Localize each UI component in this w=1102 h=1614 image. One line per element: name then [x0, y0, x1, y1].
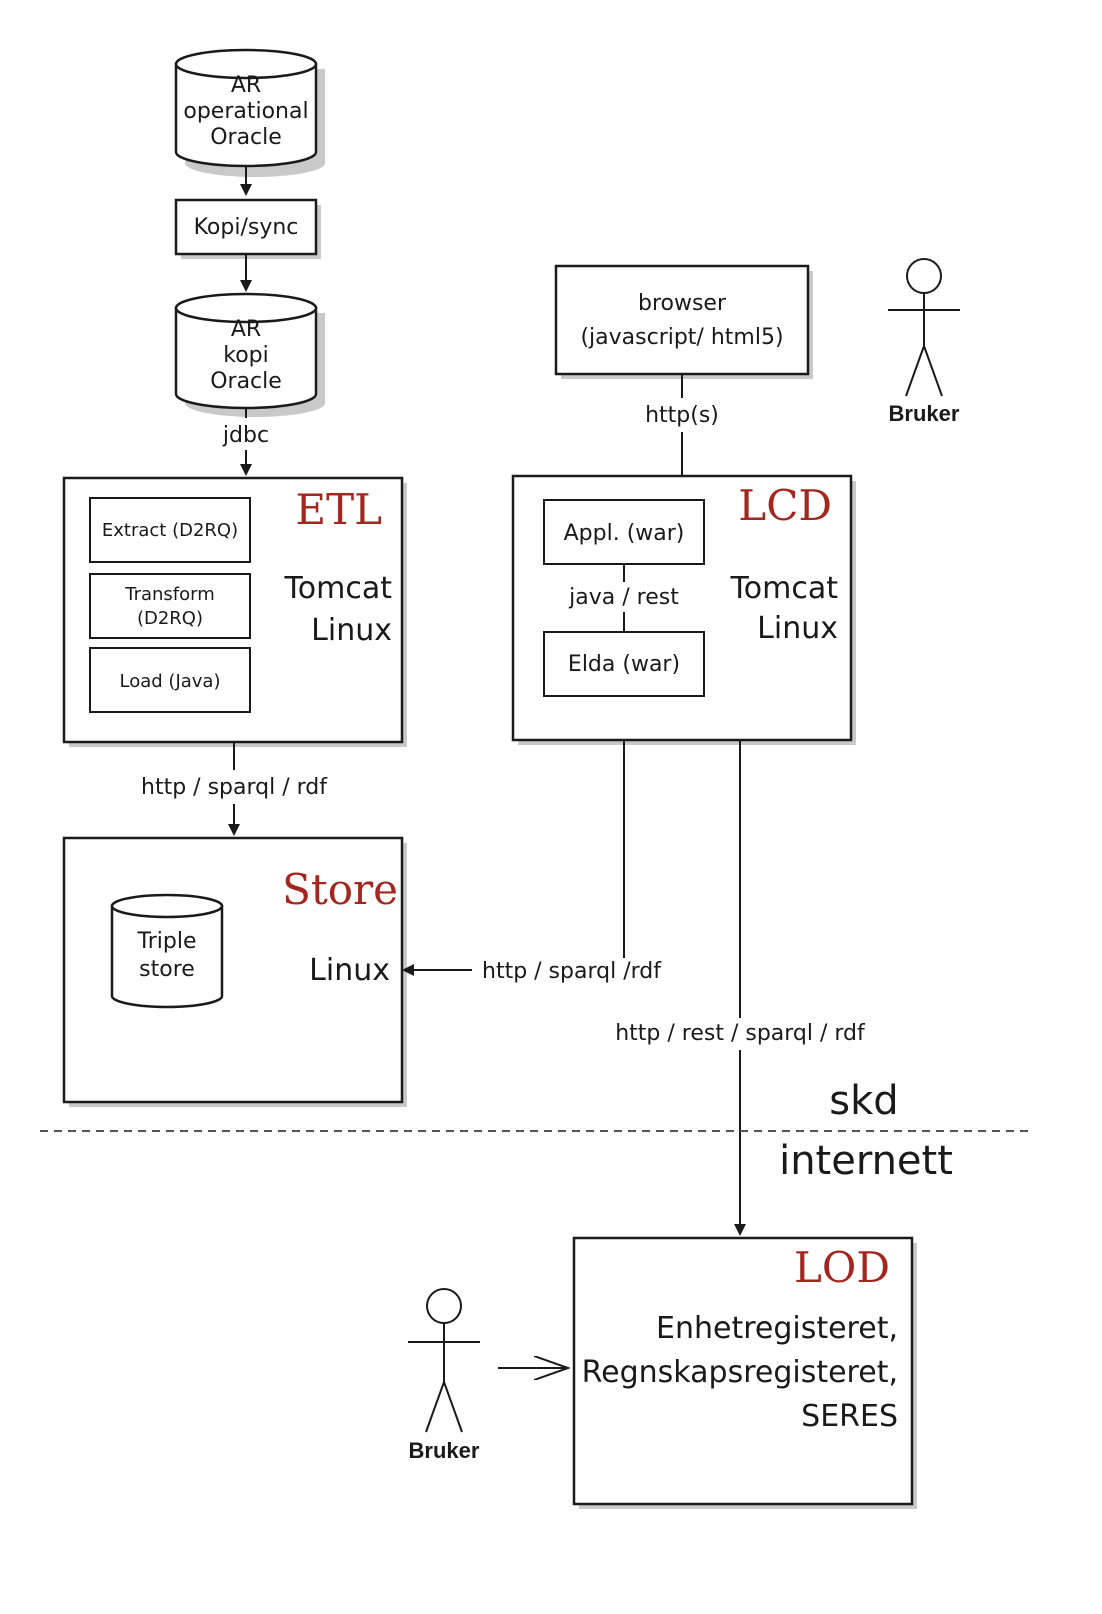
user-top-label: Bruker [889, 401, 960, 426]
db-ar-kopi-line1: AR [231, 317, 261, 342]
db-ar-operational-line3: Oracle [210, 125, 282, 150]
lcd-appl-box [543, 499, 705, 565]
etl-title: ETL [295, 485, 382, 534]
lcd-appl-label: Appl. (war) [564, 521, 685, 546]
store-box: Store Triple store Linux [62, 836, 407, 1107]
lcd-platform-line2: Linux [757, 611, 838, 646]
zone-internet-label: internett [779, 1138, 953, 1184]
browser-box: browser (javascript/ html5) [554, 264, 813, 379]
jdbc-label: jdbc [222, 423, 269, 448]
db-ar-kopi-line2: kopi [223, 343, 269, 368]
lcd-elda-box [543, 631, 705, 697]
lod-title: LOD [794, 1243, 890, 1292]
db-ar-kopi-line3: Oracle [210, 369, 282, 394]
lod-line2: Regnskapsregisteret, [582, 1355, 898, 1390]
lod-box: LOD Enhetregisteret, Regnskapsregisteret… [572, 1236, 917, 1509]
etl-extract-box [89, 497, 251, 563]
user-top-icon [888, 258, 960, 397]
etl-transform-box [89, 573, 251, 639]
lcd-elda-label: Elda (war) [568, 652, 680, 677]
etl-platform-line2: Linux [311, 613, 392, 648]
db-ar-operational: AR operational Oracle [174, 48, 325, 177]
https-label: http(s) [645, 403, 719, 428]
etl-extract-label: Extract (D2RQ) [102, 520, 238, 541]
lcd-box: LCD Appl. (war) java / rest Elda (war) T… [511, 474, 856, 745]
etl-load-label: Load (Java) [120, 671, 221, 692]
browser-line1: browser [638, 291, 727, 316]
etl-transform-line2: (D2RQ) [137, 608, 203, 629]
lcd-title: LCD [738, 481, 832, 530]
etl-transform-line1: Transform [124, 584, 215, 605]
lod-line1: Enhetregisteret, [656, 1311, 898, 1346]
etl-load-box [89, 647, 251, 713]
db-ar-operational-line1: AR [231, 73, 261, 98]
db-ar-kopi: AR kopi Oracle [174, 292, 325, 417]
browser-line2: (javascript/ html5) [580, 325, 783, 350]
user-bottom-icon [408, 1288, 480, 1433]
etl-to-store-label: http / sparql / rdf [141, 775, 328, 800]
lcd-java-rest-label: java / rest [568, 585, 679, 610]
triple-store-line2: store [139, 957, 195, 982]
user-bottom-label: Bruker [409, 1438, 480, 1463]
store-platform: Linux [309, 953, 390, 988]
lod-line3: SERES [801, 1399, 898, 1434]
triple-store-db: Triple store [110, 893, 224, 1009]
triple-store-line1: Triple [137, 929, 197, 954]
etl-box: ETL Extract (D2RQ) Transform (D2RQ) Load… [62, 476, 407, 747]
zone-skd-label: skd [829, 1078, 898, 1124]
lcd-to-lod-label: http / rest / sparql / rdf [615, 1021, 866, 1046]
kopi-sync-box: Kopi/sync [174, 198, 321, 259]
db-ar-operational-line2: operational [183, 99, 308, 124]
etl-platform-line1: Tomcat [284, 571, 393, 606]
lcd-platform-line1: Tomcat [730, 571, 839, 606]
kopi-sync-label: Kopi/sync [194, 215, 299, 240]
lcd-to-store-label: http / sparql /rdf [482, 959, 662, 984]
store-title: Store [282, 865, 398, 914]
